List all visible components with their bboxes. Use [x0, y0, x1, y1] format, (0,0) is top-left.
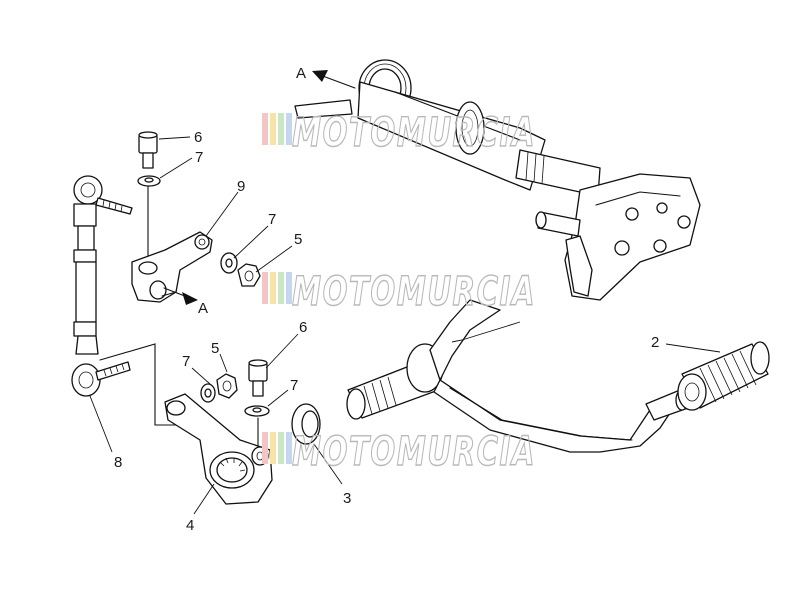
watermark-stripe — [262, 432, 268, 464]
watermark-stripe — [286, 272, 292, 304]
bolt-upper — [138, 131, 158, 263]
watermark-text: MOTOMURCIA — [292, 429, 536, 475]
watermark-stripe — [278, 432, 284, 464]
callout-3: 3 — [343, 490, 351, 507]
view-arrow-lower — [163, 287, 198, 305]
callout-6-upper: 6 — [194, 129, 202, 146]
callout-7-upper: 7 — [195, 149, 203, 166]
watermark-stripe — [270, 432, 276, 464]
watermark-stripe — [286, 432, 292, 464]
watermark-text: MOTOMURCIA — [292, 269, 536, 315]
watermark-stripe — [278, 113, 284, 145]
washer-mid — [220, 252, 238, 274]
callout-5-upper: 5 — [294, 231, 302, 248]
upper-lever — [131, 231, 213, 303]
watermark-stripe — [278, 272, 284, 304]
callout-4: 4 — [186, 517, 194, 534]
watermark-stripe — [262, 113, 268, 145]
seal-ring — [291, 403, 321, 445]
washer-upper — [137, 175, 161, 187]
nut-lower — [216, 373, 238, 399]
nut-upper — [237, 263, 261, 287]
callout-7-lower-left: 7 — [182, 353, 190, 370]
watermark-middle: MOTOMURCIA — [262, 268, 536, 316]
watermark-text: MOTOMURCIA — [292, 110, 536, 156]
callout-6-lower: 6 — [299, 319, 307, 336]
callout-labels: 6 7 9 7 5 6 7 5 7 2 8 4 3 A A — [114, 65, 659, 534]
lower-lever — [164, 393, 273, 505]
view-label-a-lower: A — [198, 300, 208, 317]
watermark-top: MOTOMURCIA — [262, 109, 536, 157]
view-label-a-top: A — [296, 65, 306, 82]
watermark-stripe — [270, 113, 276, 145]
watermark-stripe — [270, 272, 276, 304]
watermark-stripe — [262, 272, 268, 304]
engine-shaft-assembly — [294, 59, 701, 301]
washer-lower — [244, 405, 270, 417]
callout-5-lower: 5 — [211, 340, 219, 357]
leader-lines — [89, 136, 721, 515]
callout-9: 9 — [237, 178, 245, 195]
view-arrow-top — [312, 70, 356, 89]
shift-rod — [71, 175, 181, 426]
washer-lower-left — [200, 383, 216, 403]
callout-7-mid: 7 — [268, 211, 276, 228]
watermark-stripe — [286, 113, 292, 145]
gear-pedal — [346, 299, 770, 453]
callout-7-lower: 7 — [290, 377, 298, 394]
callout-8: 8 — [114, 454, 122, 471]
watermark-bottom: MOTOMURCIA — [262, 428, 536, 476]
callout-2: 2 — [651, 334, 659, 351]
